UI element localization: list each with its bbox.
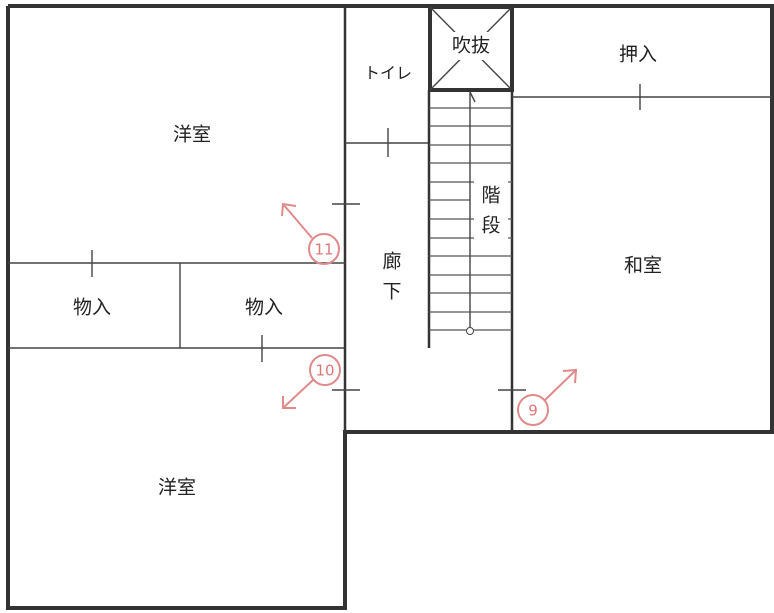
room-label-stairs: 段	[481, 215, 500, 237]
photo-marker-11: 11	[281, 202, 340, 265]
room-label-oshiire: 押入	[619, 44, 657, 66]
room-label-toilet: トイレ	[364, 64, 412, 83]
photo-marker-9: 9	[517, 368, 578, 426]
room-label-western-top: 洋室	[173, 124, 211, 146]
room-label-storage-left: 物入	[73, 297, 111, 319]
room-label-stairs: 階	[481, 185, 500, 207]
photo-marker-10: 10	[282, 354, 341, 409]
stair-label-bg	[474, 180, 508, 242]
svg-text:9: 9	[528, 402, 538, 420]
room-label-japanese: 和室	[624, 255, 662, 277]
svg-text:11: 11	[314, 241, 333, 259]
room-label-western-bottom: 洋室	[158, 477, 196, 499]
svg-text:10: 10	[315, 362, 334, 380]
room-label-void: 吹抜	[452, 35, 490, 57]
stair-start-circle	[466, 327, 474, 335]
void-label-bg	[447, 32, 495, 60]
room-label-corridor: 廊	[382, 251, 401, 273]
stair-arrow-head	[469, 91, 476, 103]
room-label-corridor: 下	[382, 281, 401, 303]
room-label-storage-right: 物入	[245, 297, 283, 319]
